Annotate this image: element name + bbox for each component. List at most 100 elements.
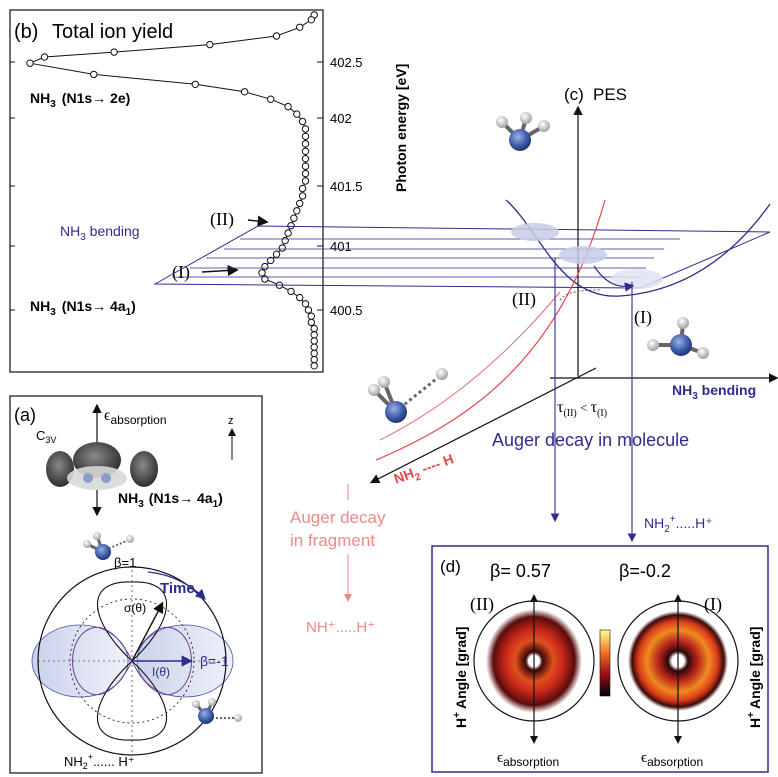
panel-c-title: PES: [593, 85, 627, 104]
data-point: [301, 140, 310, 148]
panel-b-frame: [9, 9, 324, 373]
data-point: [26, 59, 34, 67]
wavepacket: [559, 246, 607, 264]
panel-b: (b) Total ion yield 402.5 402 401.5 401 …: [9, 9, 409, 373]
data-point: [301, 147, 310, 156]
panel-d-label: (d): [440, 557, 461, 576]
epsilon-left: ϵabsorption: [497, 750, 559, 769]
data-point: [293, 207, 301, 215]
ammonia-molecule-icon: [647, 317, 709, 359]
data-point: [301, 155, 310, 163]
marker-I-d: (I): [704, 594, 722, 615]
panel-a-molecule-label: NH3(N1s→ 4a1): [118, 490, 223, 510]
ammonia-molecule-icon: [496, 112, 550, 151]
arrow-I-b: [201, 264, 239, 277]
data-point: [307, 16, 315, 24]
sigma-arrow: [131, 601, 164, 662]
data-point: [287, 287, 295, 296]
marker-II-d: (II): [470, 594, 494, 615]
data-point: [298, 192, 307, 200]
panel-a-label: (a): [14, 405, 36, 425]
wavepacket: [611, 269, 663, 289]
data-point: [287, 222, 295, 230]
colorbar: [599, 629, 611, 697]
data-point: [261, 262, 269, 271]
panel-d-frame: [431, 545, 769, 773]
data-point: [310, 349, 318, 358]
panel-c: (c) PES (II) (I) NH3 bending NH2 ---- H …: [290, 85, 778, 636]
small-molecule-icon: [192, 698, 242, 724]
beta-minus-one-label: β=-1: [200, 653, 229, 669]
wavepacket-arrow: [593, 265, 635, 292]
small-molecule-icon: [83, 532, 134, 560]
ylabel-left: H+Angle [grad]: [452, 627, 469, 728]
data-point: [296, 199, 304, 208]
data-point: [301, 132, 310, 141]
dissociating-molecule-icon: [368, 368, 448, 423]
axis-nh2-label: NH2 ---- H: [392, 450, 457, 490]
panel-a-frame: [9, 395, 263, 774]
panel-b-axis-label: Photon energy [eV]: [393, 64, 409, 192]
data-point: [281, 236, 289, 245]
data-point: [290, 214, 298, 222]
pes-nh2-axis: [369, 367, 597, 484]
data-point: [301, 300, 310, 308]
peak-label-upper: NH3(N1s→ 2e): [30, 90, 130, 110]
tick-label: 402.5: [330, 55, 363, 70]
epsilon-symbol: ϵabsorption: [104, 407, 167, 427]
arrow-II-b: [247, 215, 269, 227]
data-point: [90, 70, 98, 79]
auger-fragment-label-1: Auger decay: [290, 508, 386, 527]
bending-plane: [153, 225, 771, 289]
panel-a: (a) ϵabsorption C3V z NH3(N1s→ 4a1) β=1: [9, 395, 263, 774]
data-point: [110, 48, 118, 56]
symmetry-label: C3V: [36, 428, 56, 445]
data-point: [307, 318, 315, 327]
beta-one-label: β=1: [114, 555, 136, 570]
data-point: [293, 110, 301, 118]
panel-c-label: (c): [564, 85, 584, 104]
vmi-image-I: [617, 594, 739, 744]
panel-b-right-axis: 402.5 402 401.5 401 400.5: [10, 55, 363, 318]
bending-label: NH3 bending: [60, 223, 140, 243]
data-point: [272, 250, 281, 258]
panel-b-title: Total ion yield: [52, 21, 173, 43]
vmi-image-II: [473, 594, 595, 744]
data-point: [191, 80, 200, 89]
orbital-icon: [46, 442, 158, 490]
data-point: [301, 125, 310, 133]
total-ion-yield-curve: [26, 11, 318, 370]
data-point: [240, 88, 249, 96]
data-point: [310, 331, 318, 339]
tick-label: 401.5: [330, 179, 363, 194]
data-point: [310, 355, 318, 364]
tick-label: 402: [330, 111, 352, 126]
pes-dissociative-curve-lower: [379, 291, 561, 441]
data-point: [301, 169, 310, 178]
data-point: [298, 117, 307, 126]
data-point: [310, 362, 318, 370]
data-point: [301, 162, 310, 170]
marker-II-c: (II): [512, 289, 536, 310]
data-point: [310, 343, 318, 351]
data-point: [310, 337, 318, 345]
beta-left-label: β= 0.57: [490, 561, 551, 581]
auger-fragment-label-2: in fragment: [290, 531, 375, 550]
panel-d: (d) β= 0.57 β=-0.2 (II) (I) H+Angle [gra…: [431, 545, 769, 773]
tick-label: 400.5: [330, 303, 363, 318]
data-point: [267, 256, 275, 265]
data-point: [258, 269, 266, 277]
epsilon-right: ϵabsorption: [641, 750, 703, 769]
data-point: [301, 177, 310, 185]
beta-right-label: β=-0.2: [619, 561, 671, 581]
time-arrow: [147, 571, 206, 600]
bending-plane-outline: [153, 225, 771, 289]
data-point: [40, 53, 49, 61]
tick-label: 401: [330, 239, 352, 254]
data-point: [272, 32, 281, 40]
marker-I-c: (I): [634, 307, 652, 328]
data-point: [206, 40, 214, 49]
data-point: [284, 229, 292, 237]
data-point: [267, 95, 275, 103]
fragment-product: NH⁺.....H⁺: [306, 619, 375, 636]
